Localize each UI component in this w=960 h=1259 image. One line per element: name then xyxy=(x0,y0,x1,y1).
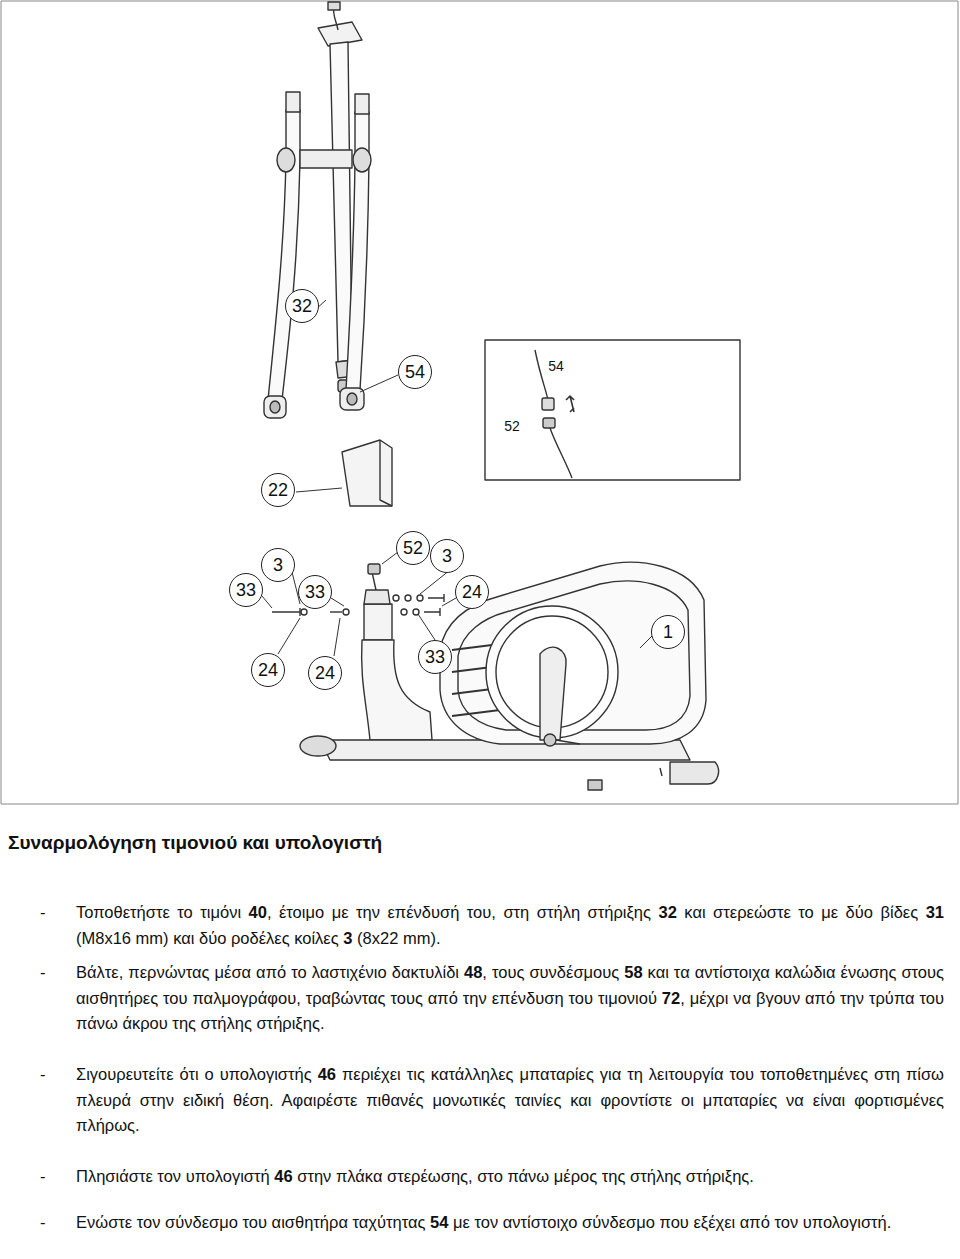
callout-number: 33 xyxy=(418,640,452,674)
callout-number: 22 xyxy=(261,473,295,507)
instruction-text: Ενώστε τον σύνδεσμο του αισθητήρα ταχύτη… xyxy=(76,1210,944,1236)
callout-number: 24 xyxy=(308,656,342,690)
callout-number: 54 xyxy=(547,359,565,373)
bullet-dash: - xyxy=(40,1164,46,1190)
callout-number: 24 xyxy=(251,653,285,687)
callout-number: 1 xyxy=(651,615,685,649)
callout-number: 52 xyxy=(503,419,521,433)
instruction-text: Σιγουρευτείτε ότι ο υπολογιστής 46 περιέ… xyxy=(76,1062,944,1139)
callout-number: 3 xyxy=(430,539,464,573)
callout-number: 33 xyxy=(298,575,332,609)
callout-number: 54 xyxy=(398,355,432,389)
callout-number: 3 xyxy=(261,548,295,582)
bullet-dash: - xyxy=(40,960,46,986)
instruction-text: Τοποθετήστε το τιμόνι 40, έτοιμο με την … xyxy=(76,900,944,951)
callout-number: 24 xyxy=(455,575,489,609)
bullet-dash: - xyxy=(40,1062,46,1088)
callout-number: 32 xyxy=(285,289,319,323)
bullet-dash: - xyxy=(40,900,46,926)
instruction-text: Πλησιάστε τον υπολογιστή 46 στην πλάκα σ… xyxy=(76,1164,944,1190)
instruction-text: Βάλτε, περνώντας μέσα από το λαστιχένιο … xyxy=(76,960,944,1037)
callout-number: 52 xyxy=(396,531,430,565)
section-heading: Συναρμολόγηση τιμονιού και υπολογιστή xyxy=(8,830,382,856)
bullet-dash: - xyxy=(40,1210,46,1236)
callout-number: 33 xyxy=(229,573,263,607)
